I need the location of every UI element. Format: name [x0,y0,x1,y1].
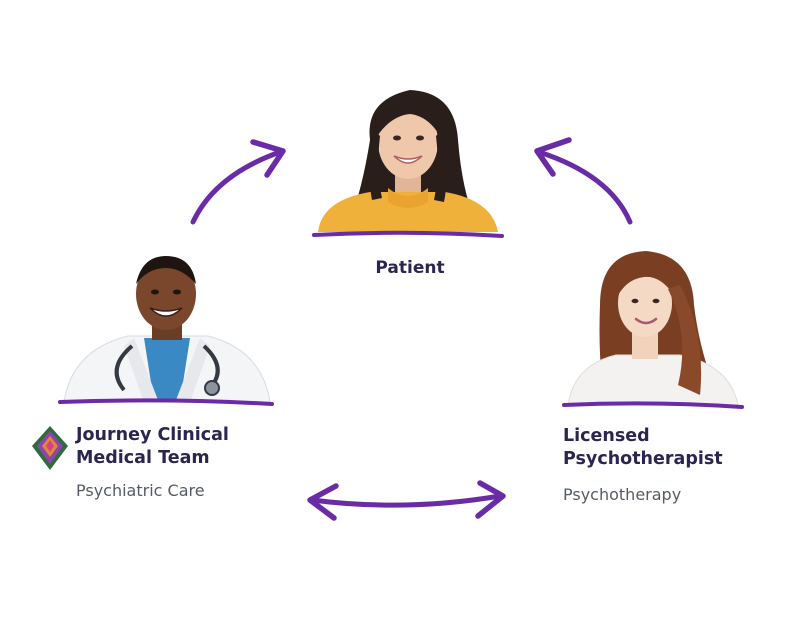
medical-team-subtitle: Psychiatric Care [76,481,205,500]
doctor-photo [58,256,274,406]
doctor-underline [58,398,274,406]
medical-team-title-line1: Journey Clinical [76,425,229,445]
arrow-medical-therapist-bidirectional [307,480,506,521]
arrow-head-left [307,483,339,521]
medical-team-title-line2: Medical Team [76,448,210,468]
therapist-subtitle: Psychotherapy [563,485,682,504]
patient-label: Patient [375,258,445,278]
arrow-medical-to-patient [190,139,286,225]
curved-arrow-icon [190,149,283,225]
therapist-photo [562,251,744,409]
curved-arrow-icon [536,149,633,225]
double-arrow-icon [309,493,503,508]
therapist-title-line1: Licensed [563,426,650,446]
arrow-head [250,139,286,178]
therapist-underline [562,401,744,409]
patient-underline [312,230,504,238]
arrow-head [534,137,572,177]
arrow-head-right [475,480,506,519]
arrow-therapist-to-patient [534,137,633,225]
therapist-title-line2: Psychotherapist [563,449,723,469]
journey-clinical-logo [32,426,68,470]
patient-photo [312,90,504,238]
